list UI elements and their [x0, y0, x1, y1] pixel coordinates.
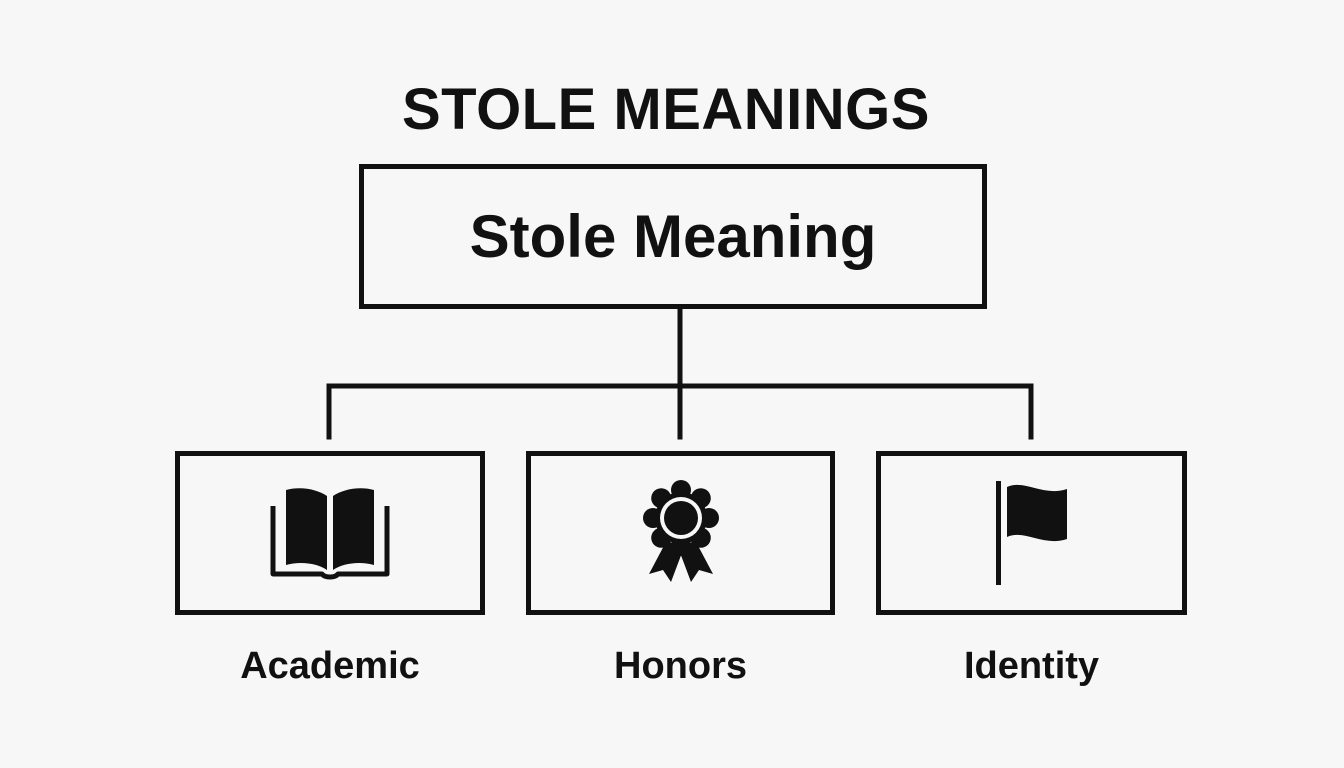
open-book-icon [270, 487, 390, 579]
child-node-identity [876, 451, 1187, 615]
child-node-academic [175, 451, 485, 615]
child-label-honors: Honors [614, 645, 747, 687]
diagram-title: STOLE MEANINGS [402, 77, 930, 142]
root-node-label: Stole Meaning [469, 202, 877, 270]
child-node-honors [526, 451, 835, 615]
root-node: Stole Meaning [359, 164, 987, 309]
child-label-academic: Academic [240, 645, 420, 687]
award-ribbon-icon [642, 480, 719, 582]
flag-icon [995, 481, 1067, 585]
child-label-identity: Identity [963, 645, 1100, 687]
